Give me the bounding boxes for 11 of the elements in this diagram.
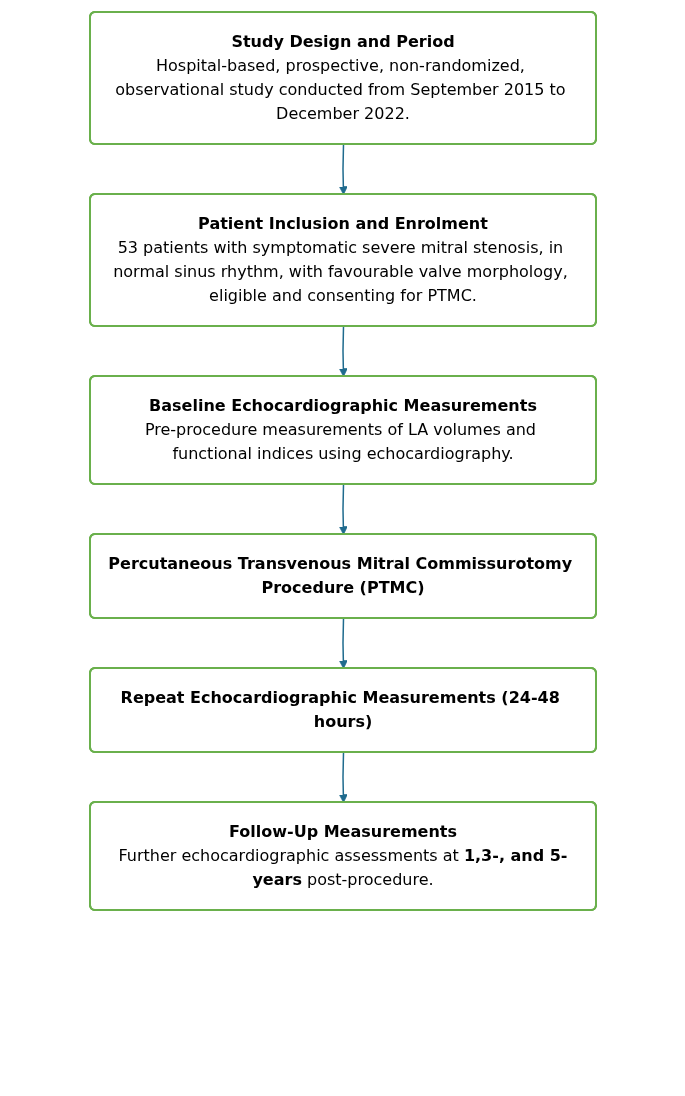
arrow xyxy=(338,325,348,377)
arrow xyxy=(338,483,348,535)
node-text: Baseline Echocardiographic Measurements Pre-procedure measurements of LA volumes and functional indices using echocardiography. xyxy=(144,396,537,463)
arrow xyxy=(338,617,348,669)
node-text: Repeat Echocardiographic Measurements (24-48 hours) xyxy=(120,688,560,731)
node-text: Percutaneous Transvenous Mitral Commissurotomy Procedure (PTMC) xyxy=(107,554,572,597)
arrow xyxy=(338,143,348,195)
arrow xyxy=(338,751,348,803)
node-text: Study Design and Period Hospital-based, prospective, non-randomized, observational study conducted from September 2015 to December 2022. xyxy=(114,32,566,123)
node-text: Follow-Up Measurements Further echocardiographic assessments at 1,3-, and 5-years post-procedure. xyxy=(117,822,568,889)
node-text: Patient Inclusion and Enrolment 53 patients with symptomatic severe mitral stenosis, in normal sinus rhythm, with favourable valve morphology, eligible and consenting for PTMC. xyxy=(112,214,568,305)
